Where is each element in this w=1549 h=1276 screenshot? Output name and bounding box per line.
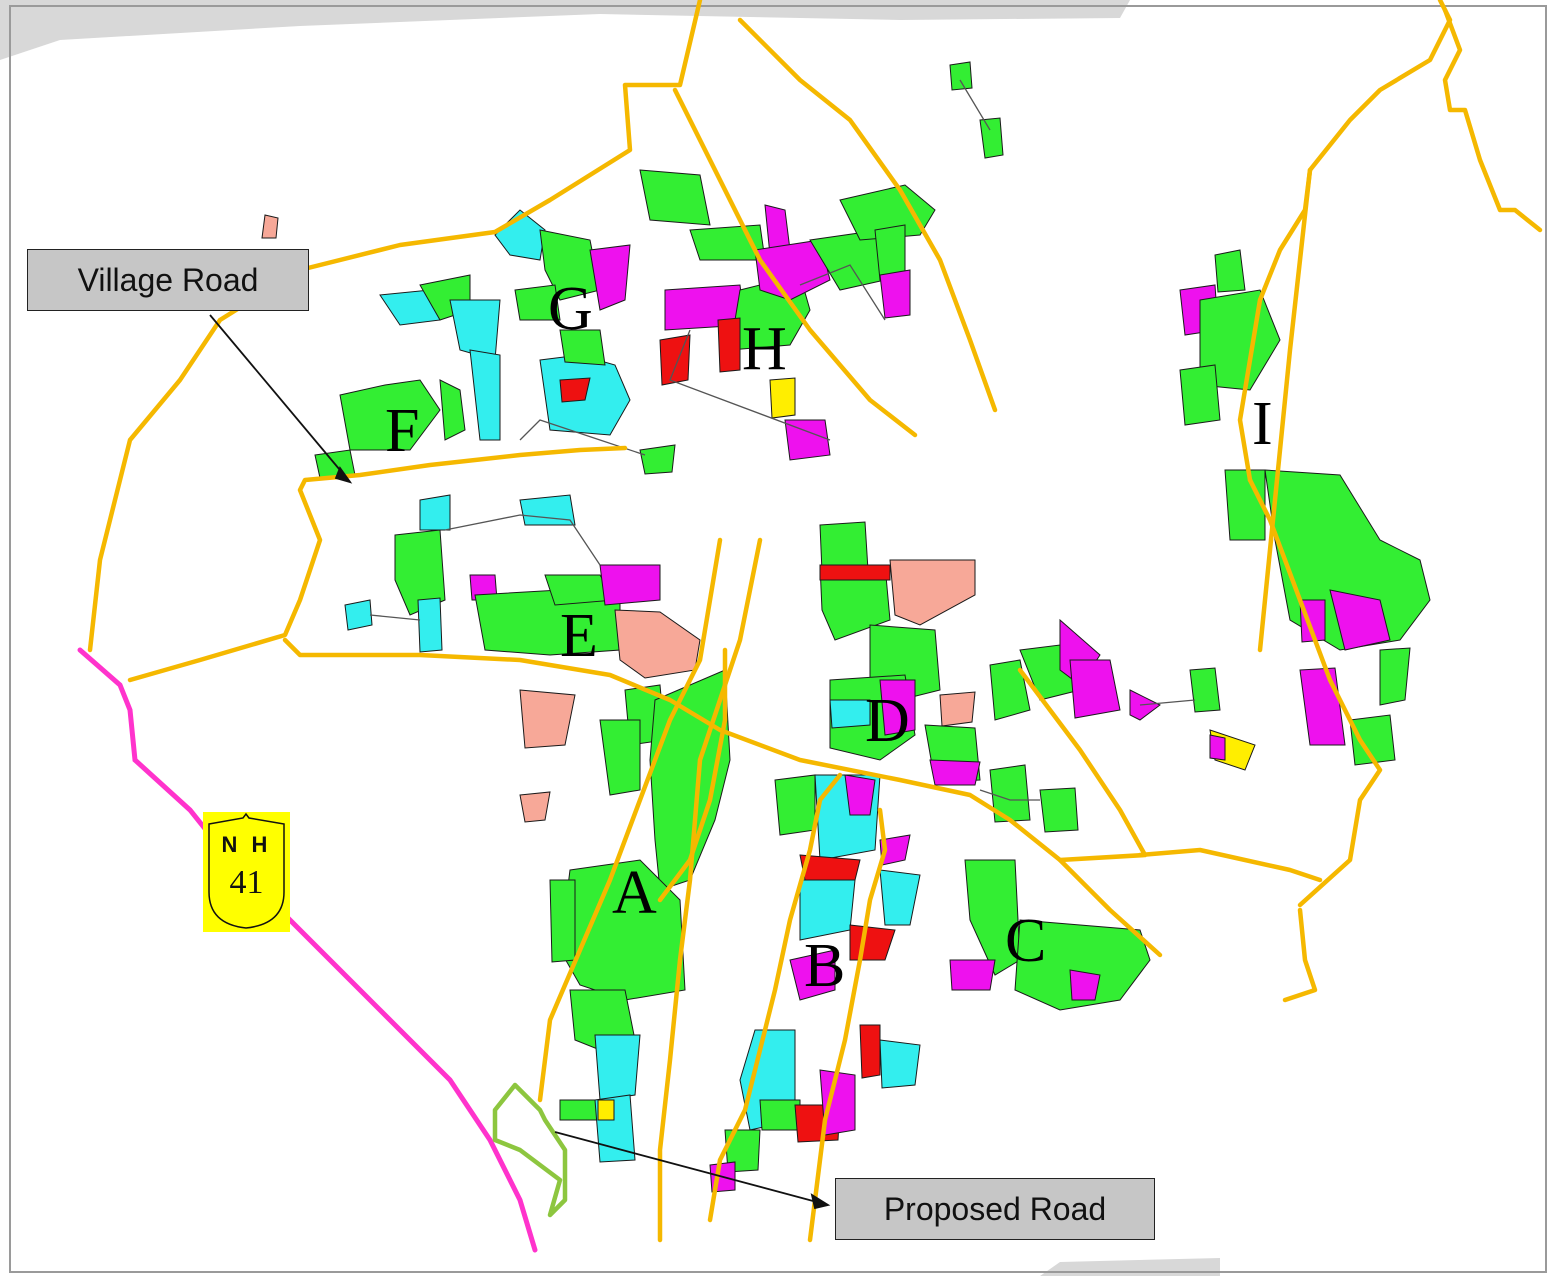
cluster-label-a: A [612,859,657,927]
cluster-label-e: E [560,602,598,670]
cluster-label-i: I [1252,390,1273,458]
callout-arrows [209,314,831,1210]
village-road-callout: Village Road [27,249,309,311]
highway-shield-badge: N H 41 [203,812,290,932]
village-roads [87,0,1543,1243]
village-road-label: Village Road [77,261,259,298]
top-brush-stroke [0,0,1130,60]
cluster-label-c: C [1005,907,1047,975]
shield-prefix: N H [221,832,272,857]
shield-number: 41 [229,864,264,901]
settlement-plots [261,61,1431,1193]
proposed-road-line [492,1082,568,1218]
cluster-label-h: H [742,315,787,383]
proposed-road-callout: Proposed Road [835,1178,1155,1240]
national-highway-line [77,647,538,1253]
proposed-road-label: Proposed Road [883,1190,1107,1227]
cluster-label-f: F [385,397,420,465]
shield-icon [208,812,285,929]
map-border [9,5,1547,1273]
cluster-label-b: B [804,932,846,1000]
cluster-label-d: D [865,687,910,755]
cluster-label-g: G [548,275,593,343]
bottom-brush-stroke [1040,1258,1220,1276]
